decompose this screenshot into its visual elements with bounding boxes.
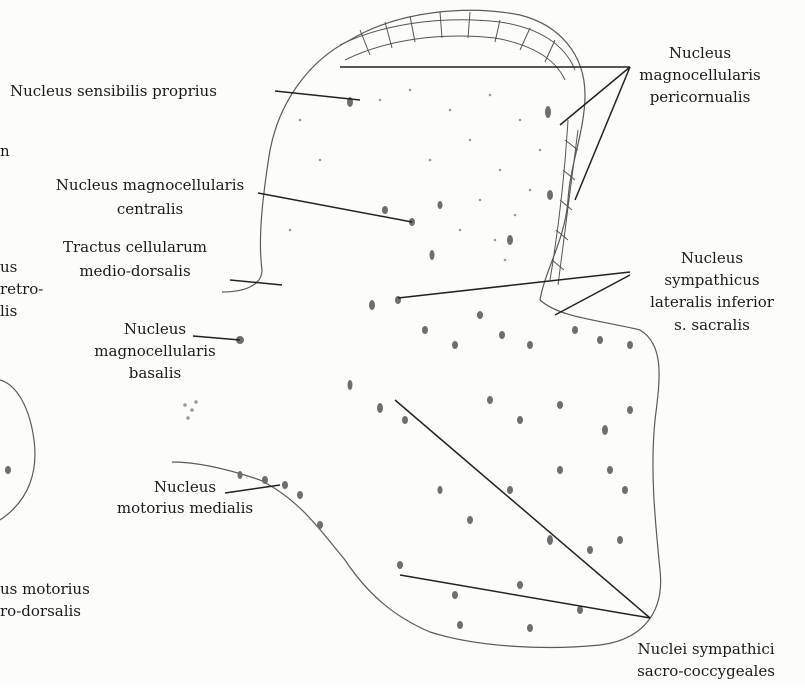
label-medialis-2: motorius medialis (117, 499, 253, 517)
leader-pericornualis (340, 67, 630, 200)
left-fragment-5: us motorius (0, 580, 90, 598)
dorsal-cap-mesh (340, 12, 578, 285)
label-basalis-2: magnocellularis (94, 342, 215, 360)
left-fragment-3: retro- (0, 280, 43, 298)
left-fragment-1: n (0, 142, 10, 160)
label-coccygeales-2: sacro-coccygeales (637, 662, 775, 680)
leader-centralis (258, 193, 412, 222)
left-fragment-4: lis (0, 302, 17, 320)
leader-medialis (225, 485, 280, 493)
leader-lines (193, 67, 650, 618)
label-coccygeales-1: Nuclei sympathici (637, 640, 774, 658)
label-basalis-1: Nucleus (124, 320, 186, 338)
leader-sensibilis (275, 91, 360, 100)
label-basalis-3: basalis (129, 364, 181, 382)
label-tractus-2: medio-dorsalis (79, 262, 190, 280)
label-sympathicus-1: Nucleus (681, 249, 743, 267)
label-medialis-1: Nucleus (154, 478, 216, 496)
label-tractus-1: Tractus cellularum (63, 238, 207, 256)
label-sympathicus-4: s. sacralis (674, 316, 750, 334)
label-sympathicus-2: sympathicus (664, 271, 759, 289)
label-sensibilis: Nucleus sensibilis proprius (10, 82, 217, 100)
label-pericornualis-2: magnocellularis (639, 66, 760, 84)
nerve-cells (5, 89, 633, 632)
leader-tractus (230, 280, 282, 285)
label-pericornualis-3: pericornualis (650, 88, 751, 106)
left-section-outline (0, 380, 35, 520)
leader-sympathicus (398, 272, 630, 315)
label-pericornualis-1: Nucleus (669, 44, 731, 62)
section-outline (172, 10, 661, 647)
left-fragment-6: ro-dorsalis (0, 602, 81, 620)
left-fragment-2: us (0, 258, 17, 276)
label-centralis-1: Nucleus magnocellularis (56, 176, 244, 194)
inner-outline-left (222, 40, 350, 292)
label-sympathicus-3: lateralis inferior (650, 293, 775, 311)
label-centralis-2: centralis (117, 200, 183, 218)
leader-basalis (193, 336, 240, 340)
